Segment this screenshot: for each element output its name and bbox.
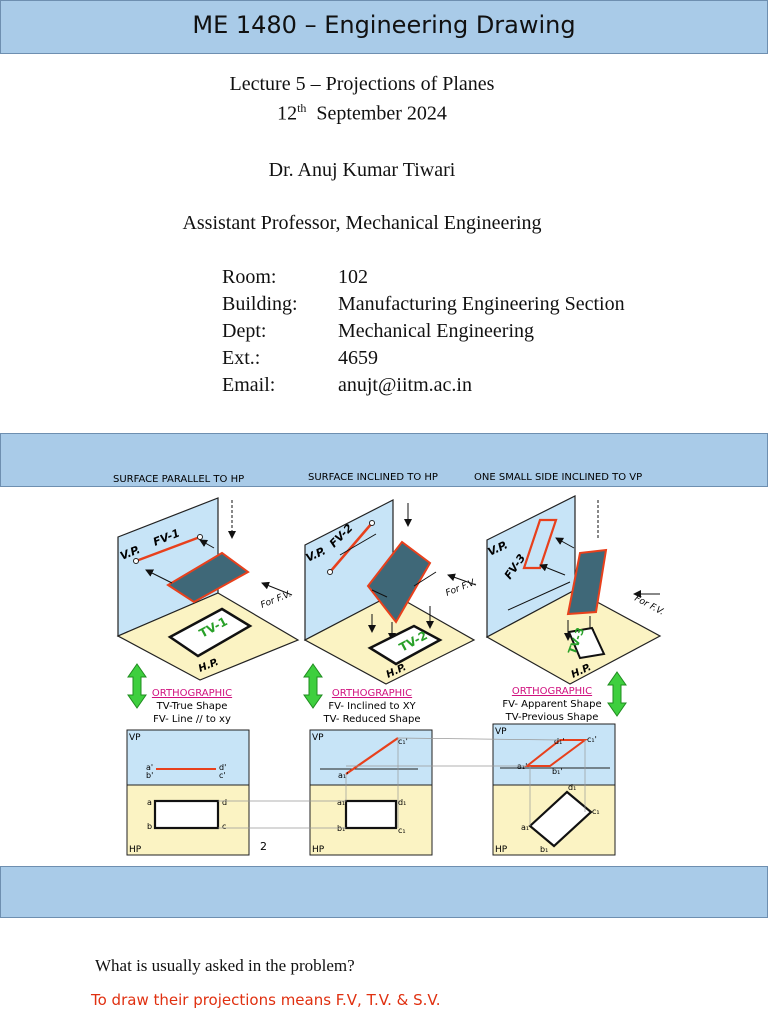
double-arrow-icon [607, 671, 627, 717]
fv-line [329, 522, 373, 573]
svg-text:b₁: b₁ [540, 845, 548, 854]
plane-surface [366, 540, 432, 624]
answer-text: To draw their projections means F.V, T.V… [91, 991, 441, 1009]
svg-text:d: d [222, 798, 227, 807]
slide-title: ME 1480 – Engineering Drawing [192, 11, 576, 39]
fv-line [135, 535, 201, 563]
svg-text:d': d' [219, 763, 226, 772]
svg-text:c₁': c₁' [398, 737, 408, 746]
svg-text:VP: VP [129, 733, 141, 743]
ext-label: Ext.: [222, 347, 261, 369]
svg-text:FV- Line // to xy: FV- Line // to xy [153, 714, 231, 725]
projector-lines [218, 737, 586, 829]
svg-text:a₁': a₁' [338, 771, 348, 780]
ext-value: 4659 [338, 347, 378, 369]
svg-text:b': b' [146, 771, 153, 780]
svg-text:c₁: c₁ [592, 807, 600, 816]
svg-text:c₁': c₁' [587, 735, 597, 744]
svg-text:d₁: d₁ [398, 798, 406, 807]
svg-text:d₁: d₁ [568, 783, 576, 792]
building-label: Building: [222, 293, 298, 315]
dept-label: Dept: [222, 320, 267, 342]
svg-text:TV-True Shape: TV-True Shape [156, 701, 228, 712]
svg-text:a₁: a₁ [521, 823, 529, 832]
svg-text:TV-Previous Shape: TV-Previous Shape [505, 712, 599, 723]
svg-text:b: b [147, 822, 152, 831]
svg-text:HP: HP [312, 845, 325, 855]
section-bar [0, 433, 768, 487]
case1-pictorial: V.P. FV-1 TV-1 H.P. For F.V. [116, 497, 300, 681]
title-bar: ME 1480 – Engineering Drawing [0, 0, 768, 54]
svg-text:a₁': a₁' [517, 762, 527, 771]
svg-text:TV- Reduced Shape: TV- Reduced Shape [323, 714, 421, 725]
email-value[interactable]: anujt@iitm.ac.in [338, 374, 472, 396]
for-fv-label: For F.V. [259, 589, 293, 610]
case3-pictorial: V.P. FV-3 TV-3 H.P. For F.V. [485, 495, 666, 685]
room-label: Room: [222, 266, 277, 288]
email-label: Email: [222, 374, 276, 396]
case3-heading: ONE SMALL SIDE INCLINED TO VP [474, 472, 642, 483]
green-arrows [127, 663, 627, 717]
svg-text:d₁': d₁' [554, 737, 564, 746]
lecture-date: 12th September 2024 [277, 101, 447, 125]
case2-pictorial: V.P. FV-2 TV-2 H.P. For F.V. [303, 499, 478, 685]
svg-text:a₁: a₁ [337, 798, 345, 807]
svg-text:FV- Apparent Shape: FV- Apparent Shape [502, 699, 601, 710]
case2-method: ORTHOGRAPHIC [332, 688, 412, 699]
case2-orthographic: VP HP a₁' c₁' a₁ b₁ d₁ c₁ [309, 729, 433, 856]
question-text: What is usually asked in the problem? [95, 956, 355, 975]
double-arrow-icon [127, 663, 147, 709]
svg-text:a: a [147, 798, 152, 807]
svg-text:VP: VP [495, 727, 507, 737]
svg-text:c': c' [219, 771, 226, 780]
case1-method: ORTHOGRAPHIC [152, 688, 232, 699]
plane-surface [566, 548, 608, 616]
svg-text:VP: VP [312, 733, 324, 743]
building-value: Manufacturing Engineering Section [338, 293, 625, 315]
svg-text:For F.V.: For F.V. [633, 594, 666, 618]
case3-method: ORTHOGRAPHIC [512, 686, 592, 697]
dept-value: Mechanical Engineering [338, 320, 535, 342]
section-bar-bottom [0, 866, 768, 918]
case1-orthographic: VP HP a' b' d' c' a b d c 2 [126, 729, 267, 856]
plane-surface [166, 551, 250, 604]
page-number: 2 [260, 840, 267, 853]
svg-text:c₁: c₁ [398, 826, 406, 835]
case3-orthographic: VP HP a₁' b₁' c₁' d₁' a₁ d₁ c₁ b₁ [492, 723, 616, 856]
double-arrow-icon [303, 663, 323, 709]
tv-outline [167, 607, 253, 658]
svg-text:HP: HP [129, 845, 142, 855]
svg-text:HP: HP [495, 845, 508, 855]
svg-text:For F.V.: For F.V. [444, 577, 478, 598]
svg-text:c: c [222, 822, 226, 831]
case2-heading: SURFACE INCLINED TO HP [308, 472, 438, 483]
case1-heading: SURFACE PARALLEL TO HP [113, 474, 244, 485]
instructor-position: Assistant Professor, Mechanical Engineer… [182, 212, 542, 234]
projections-figure: SURFACE PARALLEL TO HP SURFACE INCLINED … [113, 472, 666, 856]
svg-text:FV- Inclined to XY: FV- Inclined to XY [328, 701, 416, 712]
svg-text:b₁: b₁ [337, 824, 345, 833]
svg-text:b₁': b₁' [552, 767, 562, 776]
svg-text:a': a' [146, 763, 153, 772]
room-value: 102 [338, 266, 368, 288]
instructor-name: Dr. Anuj Kumar Tiwari [268, 159, 456, 181]
lecture-title: Lecture 5 – Projections of Planes [229, 73, 495, 95]
